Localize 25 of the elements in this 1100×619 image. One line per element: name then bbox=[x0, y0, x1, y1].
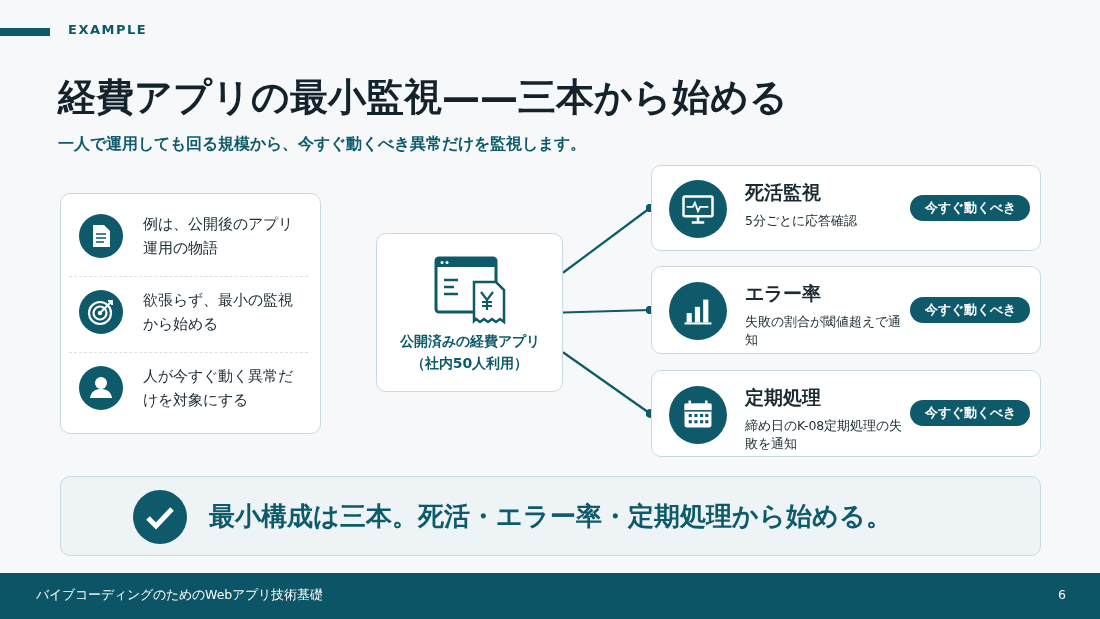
page-number: 6 bbox=[1058, 587, 1066, 602]
monitor-card bbox=[651, 165, 1041, 251]
list-item-text: 人が今すぐ動く異常だけを対象にする bbox=[143, 366, 294, 411]
info-card bbox=[60, 193, 321, 434]
priority-tag: 今すぐ動くべき bbox=[910, 297, 1030, 323]
list-item-text: 例は、公開後のアプリ運用の物語 bbox=[143, 214, 294, 259]
card-title: 死活監視 bbox=[745, 180, 821, 205]
summary-text: 最小構成は三本。死活・エラー率・定期処理から始める。 bbox=[209, 500, 892, 533]
section-tag: EXAMPLE bbox=[68, 22, 148, 37]
card-description: 5分ごとに応答確認 bbox=[745, 212, 858, 230]
app-label: 公開済みの経費アプリ（社内50人利用） bbox=[398, 332, 541, 373]
summary-banner bbox=[60, 476, 1041, 556]
priority-tag: 今すぐ動くべき bbox=[910, 400, 1030, 426]
monitor-card bbox=[651, 370, 1041, 457]
slide-title: 経費アプリの最小監視——三本から始める bbox=[58, 74, 788, 121]
list-item-text: 欲張らず、最小の監視から始める bbox=[143, 290, 294, 335]
card-description: 失敗の割合が閾値超えで通知 bbox=[745, 313, 902, 349]
monitor-card bbox=[651, 266, 1041, 354]
priority-tag: 今すぐ動くべき bbox=[910, 195, 1030, 221]
card-title: 定期処理 bbox=[745, 385, 821, 410]
app-box bbox=[376, 233, 563, 392]
footer-text: バイブコーディングのためのWebアプリ技術基礎 bbox=[36, 587, 324, 604]
card-description: 締め日のK-08定期処理の失敗を通知 bbox=[745, 417, 904, 453]
subtitle: 一人で運用しても回る規模から、今すぐ動くべき異常だけを監視します。 bbox=[58, 134, 586, 155]
card-title: エラー率 bbox=[745, 281, 821, 306]
